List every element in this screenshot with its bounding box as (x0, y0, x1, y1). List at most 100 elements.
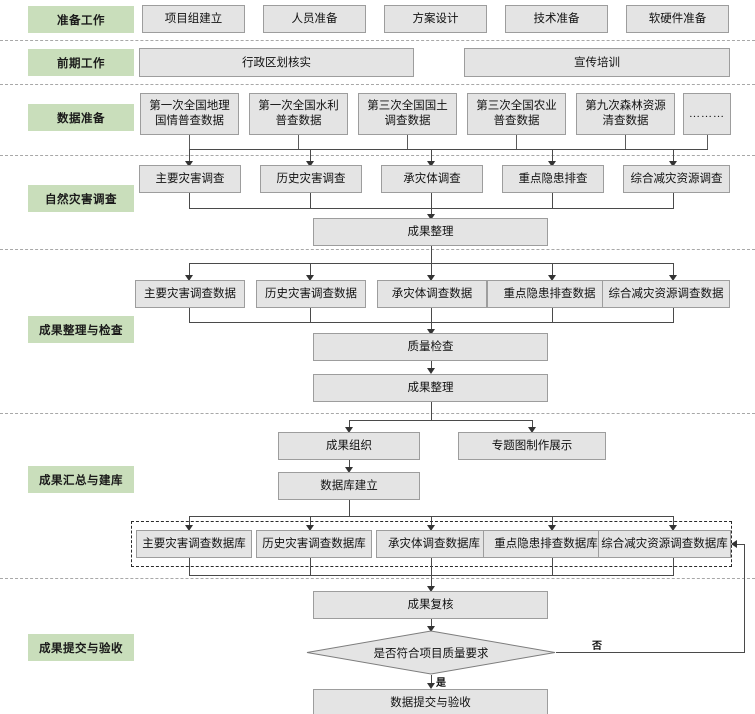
node-key-hazard-data[interactable]: 重点隐患排查数据 (487, 280, 612, 308)
node-hazard-bearing-data[interactable]: 承灾体调查数据 (377, 280, 487, 308)
node-result-collate-2[interactable]: 成果整理 (313, 374, 548, 402)
section-divider-6 (0, 578, 755, 579)
arrowhead-result3 (548, 275, 556, 281)
node-publicity-training[interactable]: 宣传培训 (464, 48, 730, 77)
edge-label-no: 否 (592, 641, 602, 652)
connector-data2-down (407, 135, 408, 149)
arrowhead-db3 (548, 525, 556, 531)
node-hazard-bearing-survey[interactable]: 承灾体调查 (381, 165, 483, 193)
stage-label-data-preparation: 数据准备 (28, 104, 134, 131)
connector-survey0-down (189, 193, 190, 208)
stage-label-aggregation-db: 成果汇总与建库 (28, 466, 134, 493)
section-divider-1 (0, 40, 755, 41)
node-historic-disaster-survey[interactable]: 历史灾害调查 (260, 165, 362, 193)
node-key-hazard-db[interactable]: 重点隐患排查数据库 (483, 530, 609, 558)
connector-db0-down (189, 558, 190, 575)
arrowhead-survey3 (548, 161, 556, 167)
node-final-submit-accept[interactable]: 数据提交与验收 (313, 689, 548, 714)
connector-survey1-down (310, 193, 311, 208)
decision-diamond-shape (306, 630, 556, 675)
stage-label-preparation: 准备工作 (28, 6, 134, 33)
node-hazard-bearing-db[interactable]: 承灾体调查数据库 (376, 530, 492, 558)
node-mitigation-resource-db[interactable]: 综合减灾资源调查数据库 (598, 530, 731, 558)
stage-label-result-check: 成果整理与检查 (28, 316, 134, 343)
node-hw-sw-prep[interactable]: 软硬件准备 (626, 5, 729, 33)
connector-decision-no-return (737, 544, 745, 545)
node-quality-check[interactable]: 质量检查 (313, 333, 548, 361)
node-geographic-census-data[interactable]: 第一次全国地理 国情普查数据 (140, 93, 239, 135)
node-main-disaster-data[interactable]: 主要灾害调查数据 (135, 280, 245, 308)
arrowhead-thematic-map (528, 427, 536, 433)
stage-label-disaster-survey: 自然灾害调查 (28, 185, 134, 212)
connector-collate2-down (431, 402, 432, 420)
section-divider-4 (0, 249, 755, 250)
arrowhead-survey4 (669, 161, 677, 167)
connector-data5-down (707, 135, 708, 149)
arrowhead-decision (427, 626, 435, 632)
arrowhead-result4 (669, 275, 677, 281)
node-project-team[interactable]: 项目组建立 (142, 5, 245, 33)
arrowhead-result-review (427, 586, 435, 592)
stage-label-submit-accept: 成果提交与验收 (28, 634, 134, 661)
connector-collate1-down (431, 246, 432, 263)
connector-db3-down (552, 558, 553, 575)
connector-decision-no-vertical (744, 544, 745, 653)
node-thematic-map-display[interactable]: 专题图制作展示 (458, 432, 606, 460)
arrowhead-db-feedback (731, 540, 737, 548)
node-personnel[interactable]: 人员准备 (263, 5, 366, 33)
node-land-survey-data[interactable]: 第三次全国国土 调查数据 (358, 93, 457, 135)
connector-decision-yes (431, 675, 432, 686)
connector-data3-down (516, 135, 517, 149)
node-database-build[interactable]: 数据库建立 (278, 472, 420, 500)
arrowhead-collate2 (427, 368, 435, 374)
connector-split-to-organize (349, 420, 350, 429)
connector-split-to-thematic (532, 420, 533, 429)
connector-data0-to-qc (189, 308, 190, 322)
arrowhead-quality-check (427, 329, 435, 335)
section-divider-5 (0, 413, 755, 414)
connector-bus-to-survey4 (673, 149, 674, 162)
arrowhead-final-submit (427, 683, 435, 689)
arrowhead-database-build (345, 467, 353, 473)
node-result-collate-1[interactable]: 成果整理 (313, 218, 548, 246)
connector-data4-to-qc (673, 308, 674, 322)
section-divider-3 (0, 155, 755, 156)
connector-organize-to-dbbuild (349, 460, 350, 469)
connector-data4-down (625, 135, 626, 149)
node-historic-disaster-data[interactable]: 历史灾害调查数据 (256, 280, 366, 308)
node-admin-division-check[interactable]: 行政区划核实 (139, 48, 414, 77)
node-scheme-design[interactable]: 方案设计 (384, 5, 487, 33)
decision-diamond[interactable]: 是否符合项目质量要求 (306, 630, 556, 675)
connector-db1-down (310, 558, 311, 575)
node-tech-prep[interactable]: 技术准备 (505, 5, 608, 33)
node-main-disaster-db[interactable]: 主要灾害调查数据库 (136, 530, 252, 558)
node-more-data-ellipsis[interactable]: ……… (683, 93, 731, 135)
connector-db2-to-review (431, 558, 432, 588)
edge-label-yes: 是 (436, 678, 446, 689)
connector-fanout-r1 (310, 263, 311, 276)
connector-data2-to-qc-center (431, 308, 432, 331)
arrowhead-result1 (306, 275, 314, 281)
arrowhead-db0 (185, 525, 193, 531)
connector-survey3-down (552, 193, 553, 208)
connector-bus-to-survey2 (431, 149, 432, 162)
node-water-census-data[interactable]: 第一次全国水利 普查数据 (249, 93, 348, 135)
node-agriculture-census-data[interactable]: 第三次全国农业 普查数据 (467, 93, 566, 135)
connector-data1-to-qc (310, 308, 311, 322)
connector-bus-to-survey0 (189, 149, 190, 162)
node-mitigation-resource-data[interactable]: 综合减灾资源调查数据 (602, 280, 730, 308)
node-main-disaster-survey[interactable]: 主要灾害调查 (139, 165, 241, 193)
connector-organize-split-bus (349, 420, 533, 421)
node-result-organize[interactable]: 成果组织 (278, 432, 420, 460)
connector-dbbuild-down (349, 500, 350, 516)
node-comprehensive-mitigation-survey[interactable]: 综合减灾资源调查 (623, 165, 730, 193)
arrowhead-result2 (427, 275, 435, 281)
section-divider-2 (0, 84, 755, 85)
node-historic-disaster-db[interactable]: 历史灾害调查数据库 (256, 530, 372, 558)
arrowhead-survey0 (185, 161, 193, 167)
node-key-hazard-investigation[interactable]: 重点隐患排查 (502, 165, 604, 193)
connector-fanout-r0 (189, 263, 190, 276)
node-forest-resource-data[interactable]: 第九次森林资源 清查数据 (576, 93, 675, 135)
node-result-review[interactable]: 成果复核 (313, 591, 548, 619)
